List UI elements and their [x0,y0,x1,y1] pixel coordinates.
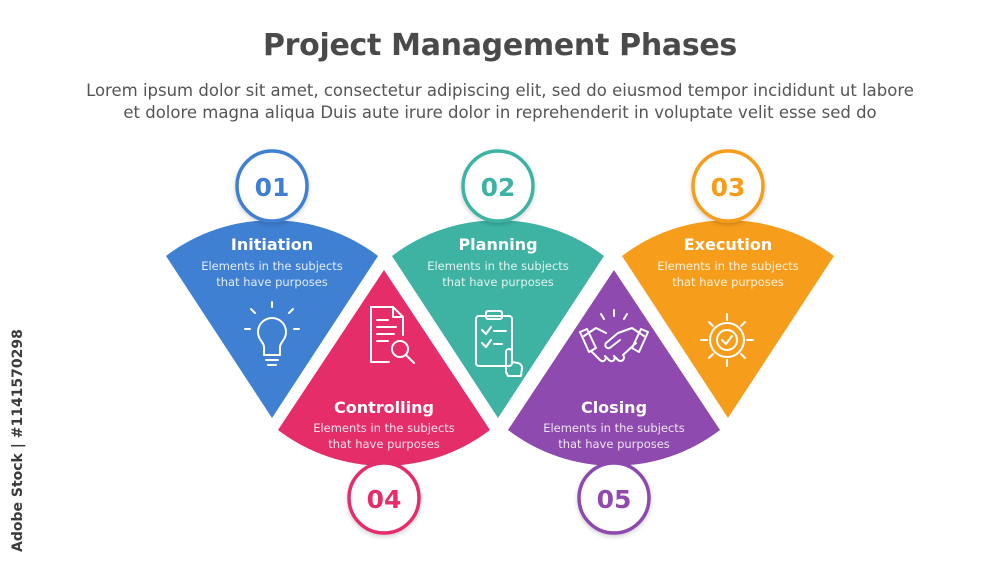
phase-02-number-badge [461,149,535,223]
gear-check-icon [700,313,754,367]
phase-04-desc-line-1: Elements in the subjects [313,421,455,435]
subtitle-line-2: et dolore magna aliqua Duis aute irure d… [123,103,877,122]
phase-03-title: Execution [684,235,773,254]
phase-05-number-badge [577,461,651,535]
lightbulb-icon [244,301,300,366]
phase-04-number-badge [347,461,421,535]
phase-05-number: 05 [597,485,632,514]
phase-02-desc-line-1: Elements in the subjects [427,259,569,273]
phase-03-number: 03 [711,173,746,202]
phase-01-desc-line-2: that have purposes [216,275,328,289]
phase-02-title: Planning [458,235,537,254]
phase-01-desc-line-1: Elements in the subjects [201,259,343,273]
phase-01-shape [166,220,378,418]
page-subtitle: Lorem ipsum dolor sit amet, consectetur … [40,80,960,124]
phase-05: 05 Closing Elements in the subjects that… [508,270,720,535]
phase-03-number-badge [691,149,765,223]
phase-02: 02 Planning Elements in the subjects tha… [392,149,604,418]
phase-04-shape [278,270,490,466]
phase-05-desc-line-2: that have purposes [558,437,670,451]
clipboard-icon [475,310,523,377]
phase-05-desc-line-1: Elements in the subjects [543,421,685,435]
phase-02-desc-line-2: that have purposes [442,275,554,289]
phase-05-title: Closing [581,398,647,417]
phase-03-desc-line-2: that have purposes [672,275,784,289]
phase-04-title: Controlling [334,398,434,417]
phase-02-number: 02 [481,173,516,202]
phase-01: 01 Initiation Elements in the subjects t… [166,149,378,418]
phase-01-number-badge [235,149,309,223]
document-search-icon [370,306,415,364]
phase-05-shape [508,270,720,466]
page-title: Project Management Phases [262,28,737,63]
subtitle-line-1: Lorem ipsum dolor sit amet, consectetur … [86,81,914,100]
phase-01-title: Initiation [231,235,313,254]
handshake-icon [579,309,649,363]
phase-04: 04 Controlling Elements in the subjects … [278,270,490,535]
phase-01-number: 01 [255,173,290,202]
phase-04-desc-line-2: that have purposes [328,437,440,451]
phase-03-desc-line-1: Elements in the subjects [657,259,799,273]
phase-04-number: 04 [367,485,402,514]
phase-03: 03 Execution Elements in the subjects th… [622,149,834,418]
